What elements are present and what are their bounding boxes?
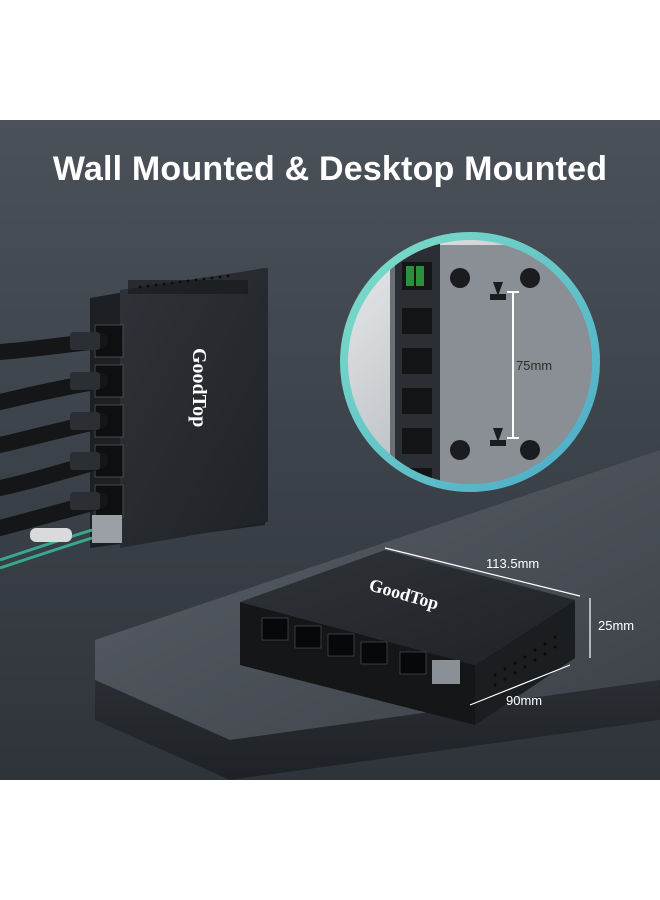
- fiber-cable: [0, 528, 93, 570]
- mount-hole-spacing-label: 75mm: [516, 358, 553, 373]
- width-dimension-label: 113.5mm: [486, 556, 540, 571]
- wall-mounted-switch: [90, 268, 268, 548]
- depth-dimension-label: 90mm: [506, 693, 543, 708]
- height-dimension-label: 25mm: [598, 618, 635, 633]
- headline: Wall Mounted & Desktop Mounted: [52, 150, 608, 188]
- dimension-lines: [384, 547, 591, 706]
- desk-front-edge: [95, 680, 660, 780]
- product-scene: Wall Mounted & Desktop Mounted 113.5mm 2…: [0, 120, 660, 780]
- cable-boots: [70, 332, 100, 510]
- zoom-detail: [390, 240, 592, 484]
- wall-and-shelf-illustration: [0, 232, 660, 780]
- desktop-switch: [240, 550, 575, 725]
